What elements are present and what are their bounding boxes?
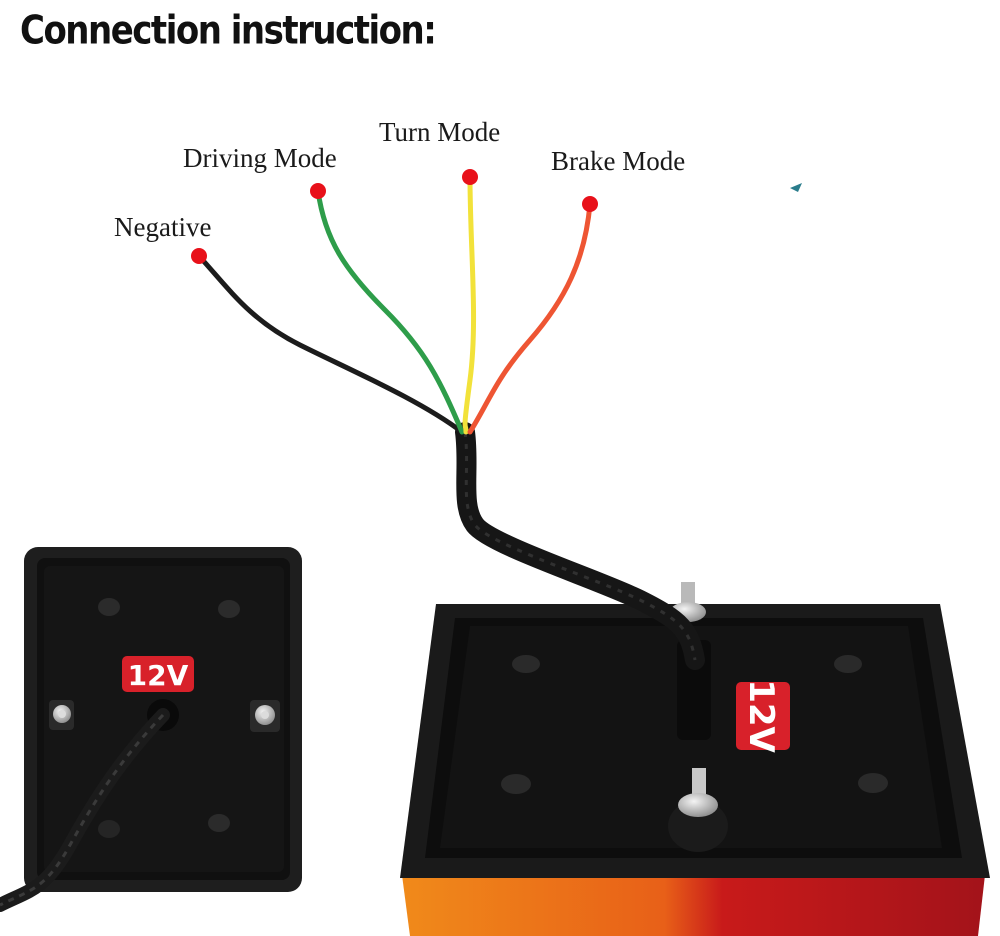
voltage-badge [122, 656, 194, 692]
mount-pad [834, 655, 862, 673]
label-brake-mode: Brake Mode [551, 146, 686, 176]
wire-negative [196, 253, 465, 435]
page-title: Connection instruction: [20, 8, 437, 54]
bolt-icon [250, 700, 280, 732]
lamp-front-view: 12V [400, 582, 990, 936]
wire-brake [467, 201, 593, 435]
lamp-lens [402, 875, 985, 936]
wire-driving [315, 188, 465, 435]
mount-pad [208, 814, 230, 832]
mount-pad [512, 655, 540, 673]
label-negative: Negative [114, 212, 212, 242]
wire-turn [462, 174, 477, 435]
label-turn-mode: Turn Mode [379, 117, 501, 147]
mount-pad [501, 774, 531, 794]
bolt-icon [49, 700, 74, 730]
voltage-badge-label: 12V [128, 659, 189, 692]
terminal-dot-turn [462, 169, 478, 185]
bolt-icon [668, 768, 728, 852]
label-driving-mode: Driving Mode [183, 143, 337, 173]
lamp-back-view: 12V [0, 547, 302, 912]
mount-pad [98, 598, 120, 616]
cable [455, 422, 705, 670]
voltage-badge [736, 682, 790, 750]
terminal-dot-negative [191, 248, 207, 264]
terminal-dot-brake [582, 196, 598, 212]
terminal-dot-driving [310, 183, 326, 199]
mount-pad [858, 773, 888, 793]
mount-pad [218, 600, 240, 618]
mount-pad [98, 820, 120, 838]
arrow-icon [790, 183, 802, 192]
voltage-badge-label: 12V [741, 679, 781, 753]
